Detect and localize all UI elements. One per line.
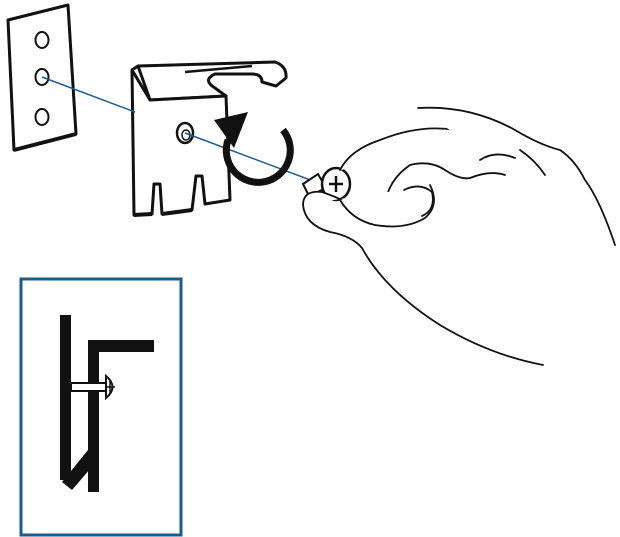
- screw: [301, 166, 352, 202]
- wall-plate-hole-bottom: [34, 108, 50, 126]
- inset-bracket-flange: [88, 340, 154, 352]
- inset-bracket-vertical: [88, 340, 99, 492]
- inset-frame: [19, 277, 183, 537]
- inset-screw-icon: [70, 373, 115, 401]
- mounting-bracket: [130, 60, 288, 217]
- inset-bracket-leg: [62, 450, 96, 490]
- rotation-arrow-icon: [214, 112, 294, 186]
- cross-section-inset: [19, 277, 183, 537]
- hand: [302, 106, 616, 366]
- inset-wall: [60, 315, 71, 480]
- wall-plate-hole-top: [34, 31, 50, 49]
